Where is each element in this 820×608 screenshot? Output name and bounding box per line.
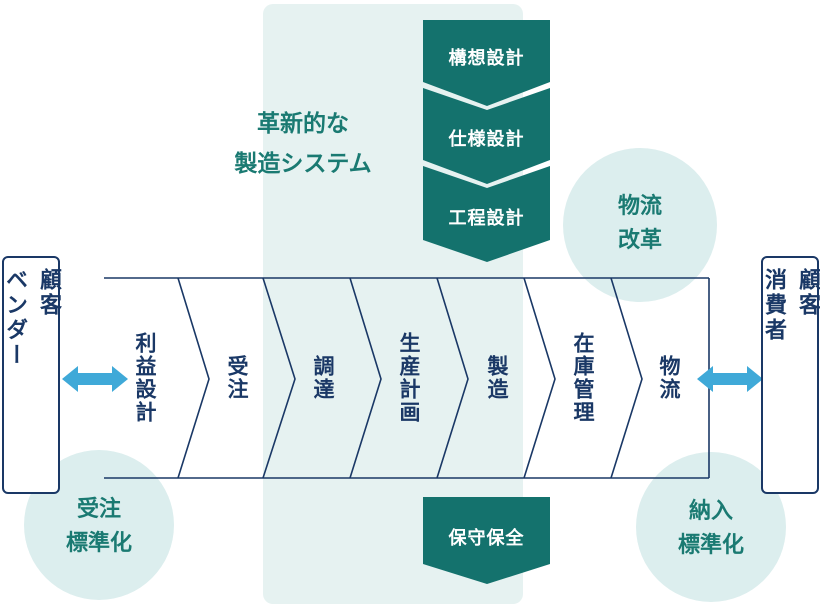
right-double-arrow — [697, 366, 763, 392]
process-step-profit-design: 利益設計 — [133, 332, 157, 424]
chevron-divider-6 — [610, 277, 643, 479]
process-step-manufacturing: 製造 — [485, 355, 509, 401]
maintenance-block — [423, 497, 550, 584]
right-customer-line1: 顧客 — [795, 268, 820, 318]
order-standard-label: 受注 標準化 — [65, 497, 132, 556]
design-step-2-label: 仕様設計 — [448, 129, 525, 150]
process-step-logistics: 物流 — [657, 355, 681, 401]
panel-title: 革新的な 製造システム — [234, 111, 372, 177]
process-step-inventory: 在庫管理 — [571, 332, 595, 424]
delivery-standard-label: 納入 標準化 — [677, 499, 744, 558]
design-block-1 — [423, 20, 550, 106]
maintenance-label: 保守保全 — [448, 528, 525, 549]
process-step-production-planning: 生産計画 — [397, 332, 421, 424]
process-step-procurement: 調達 — [311, 355, 335, 401]
design-step-3-label: 工程設計 — [448, 208, 525, 229]
design-block-3 — [423, 166, 550, 262]
right-customer-box: 顧客 消費者 — [761, 256, 820, 494]
process-step-order: 受注 — [225, 355, 249, 401]
process-chevrons — [104, 277, 710, 479]
design-step-1-label: 構想設計 — [448, 48, 525, 69]
right-customer-line2: 消費者 — [761, 268, 786, 343]
logistics-reform-circle — [563, 148, 717, 302]
chevron-divider-4 — [436, 277, 469, 479]
chevron-divider-5 — [523, 277, 556, 479]
logistics-reform-label: 物流 改革 — [617, 194, 662, 253]
left-customer-line2: ベンダー — [2, 268, 27, 368]
left-customer-line1: 顧客 — [36, 268, 61, 318]
chevron-divider-2 — [262, 277, 296, 479]
chevron-divider-1 — [177, 277, 210, 479]
design-block-2 — [423, 88, 550, 184]
left-double-arrow — [62, 366, 128, 392]
left-customer-box: 顧客 ベンダー — [2, 256, 61, 494]
chevron-divider-3 — [349, 277, 382, 479]
